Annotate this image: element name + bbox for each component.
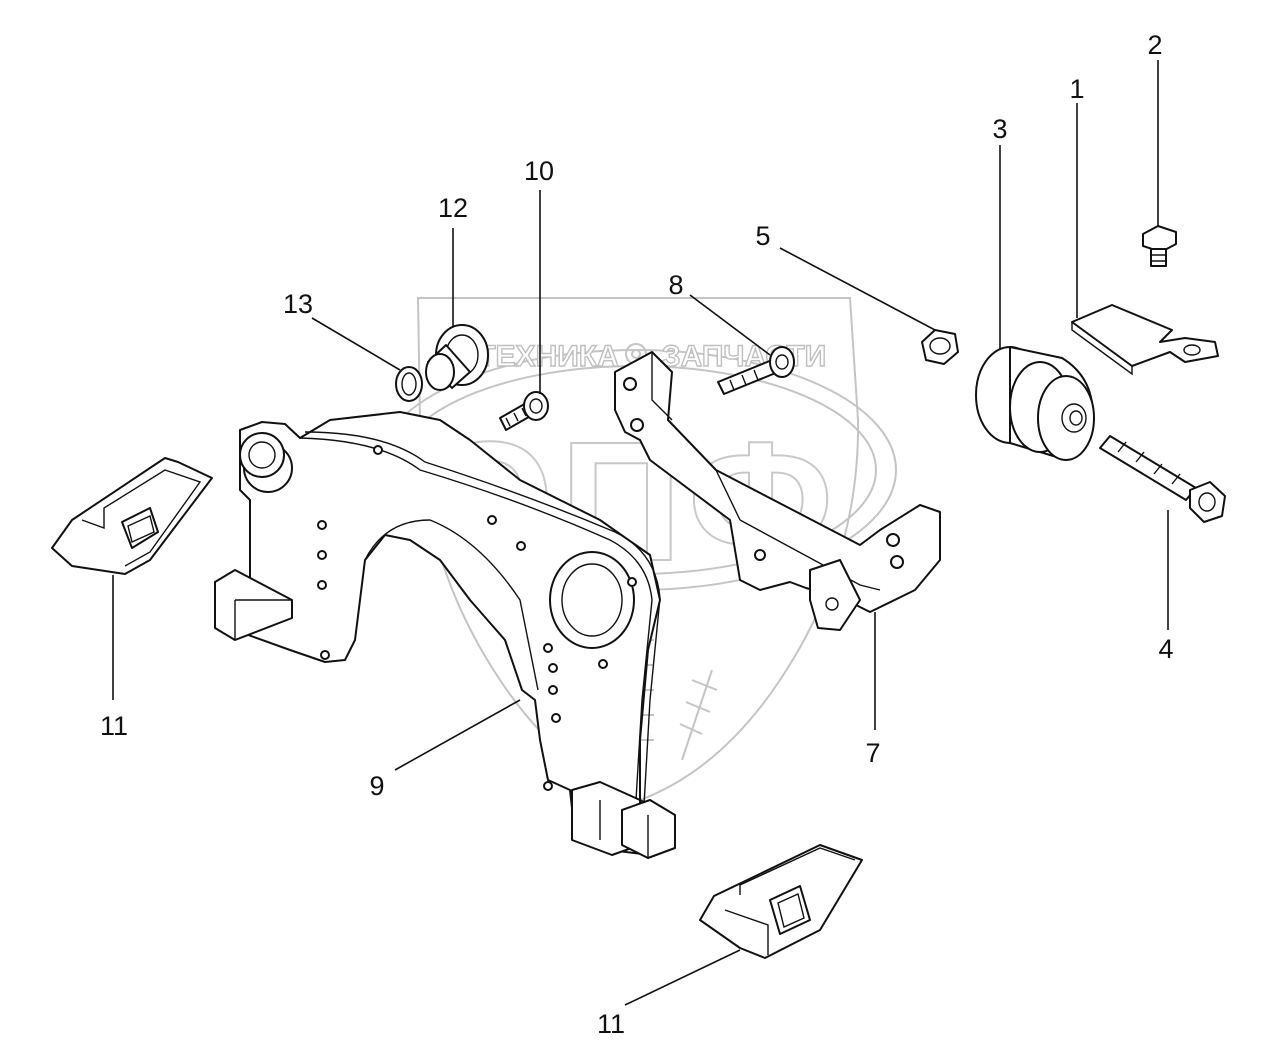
part-12-bushing <box>425 324 489 391</box>
part-11-pad-bottom <box>699 844 863 959</box>
part-4-bolt <box>1099 435 1226 523</box>
leader-lines <box>112 60 1169 1006</box>
callout-4: 4 <box>1158 634 1173 664</box>
watermark-brand-right: ЗАПЧАСТИ <box>662 340 826 373</box>
callout-7: 7 <box>865 738 880 768</box>
callout-10: 10 <box>524 156 554 186</box>
callout-9: 9 <box>369 771 384 801</box>
part-5-nut <box>921 329 959 365</box>
callout-1: 1 <box>1069 74 1084 104</box>
part-13-ring <box>395 366 423 402</box>
callout-13: 13 <box>283 289 313 319</box>
part-8-bolt <box>717 346 795 395</box>
callout-8: 8 <box>668 270 683 300</box>
part-7-arm <box>614 351 941 631</box>
callout-11-bottom: 11 <box>597 1009 625 1039</box>
part-3-mount <box>975 346 1095 461</box>
callout-5: 5 <box>755 221 770 251</box>
part-2-screw <box>1142 225 1177 267</box>
watermark-brand-left: ТЕХНИКА <box>477 340 619 373</box>
part-9-bracket <box>214 411 676 859</box>
callout-12: 12 <box>438 193 468 223</box>
callout-11-left: 11 <box>100 711 128 741</box>
part-10-bolt <box>499 391 549 431</box>
part-1-plate <box>1071 304 1219 376</box>
part-11-pad-left <box>51 457 213 575</box>
callout-3: 3 <box>992 114 1007 144</box>
callout-labels: 1 2 3 4 5 7 8 9 10 11 11 12 13 <box>100 30 1174 1039</box>
callout-2: 2 <box>1147 30 1162 60</box>
